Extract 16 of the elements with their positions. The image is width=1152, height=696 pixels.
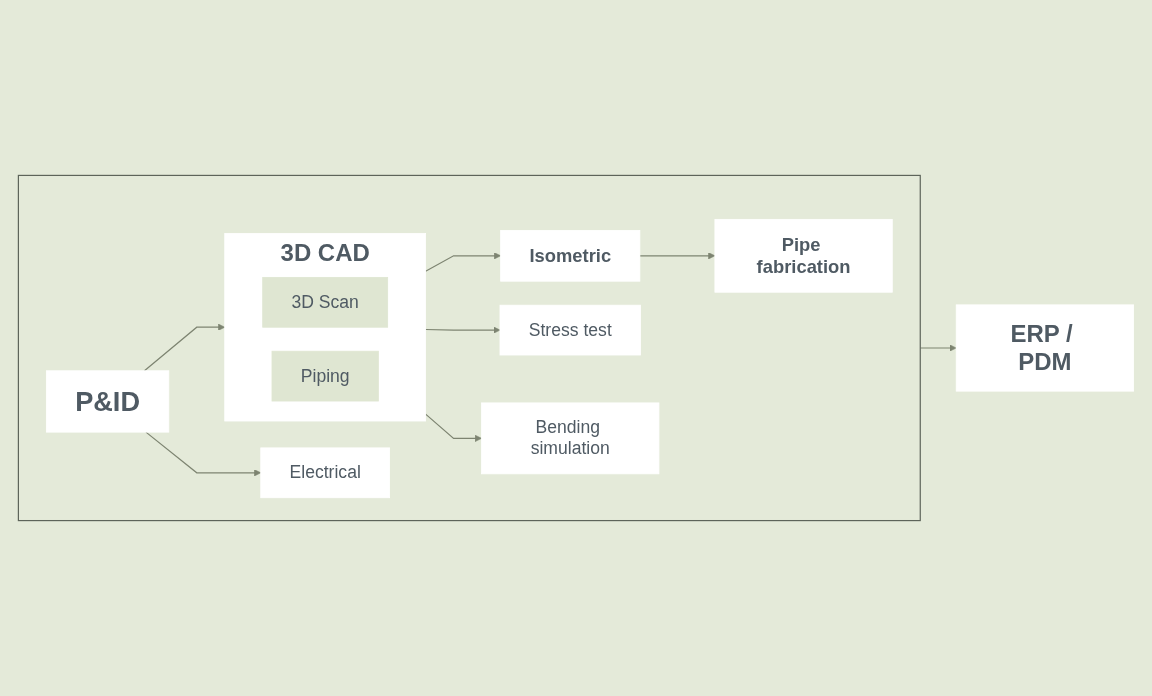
cluster: [17, 174, 921, 522]
node-box: 3D Scan: [262, 276, 389, 328]
node-box: ERP / PDM: [955, 304, 1134, 392]
node-box: Bending simulation: [481, 402, 660, 475]
arrow: [143, 323, 226, 372]
arrow: [425, 413, 482, 442]
node-box: Isometric: [500, 230, 641, 282]
arrow: [145, 431, 262, 477]
arrow: [425, 326, 501, 334]
arrow: [425, 252, 501, 272]
node-box: P&ID: [45, 370, 170, 433]
arrow: [639, 252, 716, 260]
node-box: Stress test: [499, 304, 641, 356]
node-box: Electrical: [260, 447, 390, 499]
node-box: Piping: [271, 350, 379, 402]
node-box: Pipe fabrication: [714, 218, 893, 293]
